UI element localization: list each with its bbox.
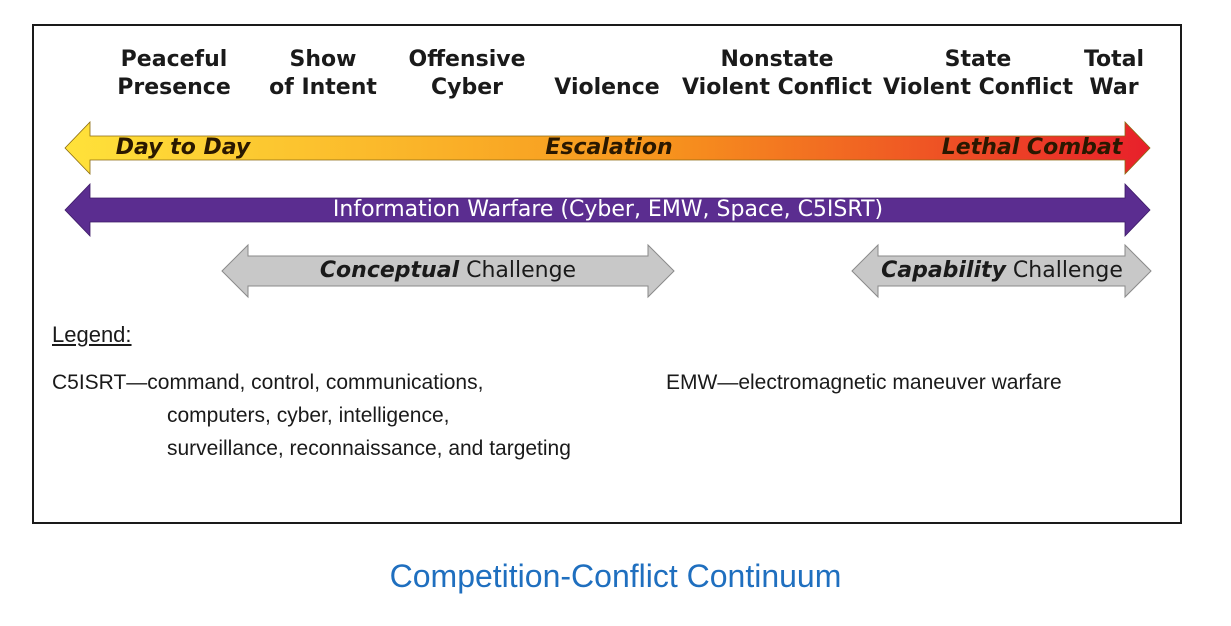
- legend-emw: EMW—electromagnetic maneuver warfare: [666, 371, 1062, 394]
- legend-c5isrt-line-2: computers, cyber, intelligence,: [167, 404, 450, 427]
- information-warfare-label: Information Warfare (Cyber, EMW, Space, …: [332, 197, 884, 222]
- conceptual-emphasis: Conceptual: [319, 258, 460, 283]
- escalation-label: Escalation: [545, 135, 673, 160]
- capability-challenge-label: Capability Challenge: [881, 257, 1123, 285]
- diagram-frame: [32, 24, 1182, 524]
- capability-emphasis: Capability: [881, 258, 1006, 283]
- diagram-caption: Competition-Conflict Continuum: [389, 558, 842, 594]
- legend-c5isrt-line-3: surveillance, reconnaissance, and target…: [167, 437, 571, 460]
- legend-title: Legend:: [52, 322, 132, 347]
- information-warfare-arrow: [64, 183, 1151, 237]
- stage-violence: Violence: [554, 75, 660, 100]
- conceptual-challenge-label: Conceptual Challenge: [320, 257, 576, 285]
- capability-rest: Challenge: [1005, 258, 1123, 283]
- escalation-arrow: [64, 121, 1151, 175]
- day-to-day-label: Day to Day: [115, 135, 251, 160]
- legend-c5isrt-line-1: C5ISRT—command, control, communications,: [52, 371, 484, 394]
- conceptual-rest: Challenge: [459, 258, 577, 283]
- lethal-combat-label: Lethal Combat: [941, 135, 1123, 160]
- capability-challenge-arrow: [851, 243, 1152, 299]
- conceptual-challenge-arrow: [221, 243, 675, 299]
